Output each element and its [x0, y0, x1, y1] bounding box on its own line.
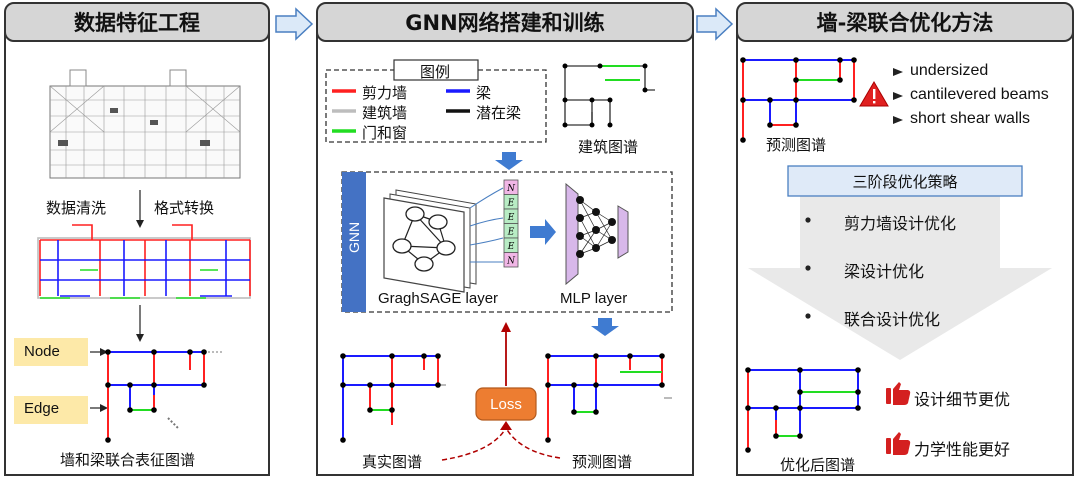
- right-panel-title: 墙-梁联合优化方法: [736, 2, 1074, 42]
- gnn-label: GNN: [346, 221, 362, 253]
- vector-cell-label: E: [507, 228, 515, 238]
- graphsage-layer-stack: [383, 189, 477, 293]
- strategy-joint: 联合设计优化: [844, 310, 941, 329]
- true-graph: [342, 355, 446, 440]
- vector-cell-label: E: [507, 213, 515, 223]
- benefit-mechanics: 力学性能更好: [914, 440, 1011, 459]
- mlp-label: MLP layer: [560, 290, 628, 307]
- vector-cell: [503, 252, 519, 268]
- middle-predicted-graph: [547, 355, 672, 440]
- legend-label-beam: 梁: [476, 84, 492, 102]
- legend-label-shear-wall: 剪力墙: [362, 84, 408, 102]
- issue-cantilevered-beams: cantilevered beams: [910, 86, 1049, 103]
- left-caption: 墙和梁联合表征图谱: [60, 451, 196, 469]
- middle-panel-title: GNN网络搭建和训练: [316, 2, 694, 42]
- optimized-graph-label: 优化后图谱: [780, 456, 856, 474]
- gnn-bar: [342, 172, 366, 312]
- architecture-graph-label: 建筑图谱: [578, 138, 639, 156]
- vector-cell-label: N: [506, 257, 516, 267]
- strategy-beam: 梁设计优化: [844, 262, 925, 281]
- legend-label-potential-beam: 潜在梁: [476, 104, 522, 122]
- legend-label-door-window: 门和窗: [362, 124, 408, 142]
- thumbs-up-icon-2: [886, 432, 911, 455]
- benefit-details: 设计细节更优: [914, 390, 1011, 409]
- issue-arrow-2: [893, 92, 903, 100]
- warning-icon: [859, 81, 889, 107]
- strategy-bullet-2: [805, 265, 811, 271]
- node-label-box: [14, 338, 88, 366]
- big-down-arrow: [748, 176, 1052, 360]
- issue-arrow-1: [893, 68, 903, 76]
- issue-undersized: undersized: [910, 62, 989, 79]
- vector-cell-label: E: [507, 242, 515, 252]
- loss-label: Loss: [490, 396, 522, 413]
- left-panel-title: 数据特征工程: [4, 2, 270, 42]
- strategy-shear-wall: 剪力墙设计优化: [844, 214, 957, 233]
- strategy-bullet-1: [805, 217, 811, 223]
- thumbs-up-icon-1: [886, 382, 911, 405]
- format-conversion-label: 格式转换: [154, 199, 215, 217]
- edge-label-box: [14, 396, 88, 424]
- mlp-network: [565, 182, 629, 286]
- loss-box: [475, 387, 537, 421]
- legend-title: 图例: [420, 63, 451, 81]
- true-graph-label: 真实图谱: [362, 453, 423, 471]
- right-predicted-graph-label: 预测图谱: [766, 136, 827, 154]
- vector-cell-label: E: [507, 199, 515, 209]
- node-label: Node: [24, 343, 60, 360]
- architecture-graph: [564, 65, 655, 126]
- left-graph: [107, 351, 222, 440]
- strategy-title: 三阶段优化策略: [852, 173, 958, 191]
- colored-plan: [37, 224, 251, 299]
- edge-label: Edge: [24, 400, 60, 417]
- issue-arrow-3: [893, 116, 903, 124]
- optimized-graph: [747, 369, 859, 450]
- middle-predicted-graph-label: 预测图谱: [572, 453, 633, 471]
- gnn-box: [341, 171, 673, 313]
- strategy-box: [787, 165, 1023, 197]
- vector-cell-label: N: [506, 184, 516, 194]
- data-cleaning-label: 数据清洗: [46, 199, 107, 217]
- legend-box: [325, 69, 547, 143]
- legend-label-arch-wall: 建筑墙: [362, 104, 408, 122]
- issue-short-shear-walls: short shear walls: [910, 110, 1031, 127]
- strategy-bullet-3: [805, 313, 811, 319]
- floor-plan-drawing: [49, 69, 241, 179]
- flow-arrow-1: [275, 7, 314, 41]
- flow-arrow-2: [696, 7, 734, 41]
- graphsage-label: GraghSAGE layer: [378, 290, 499, 307]
